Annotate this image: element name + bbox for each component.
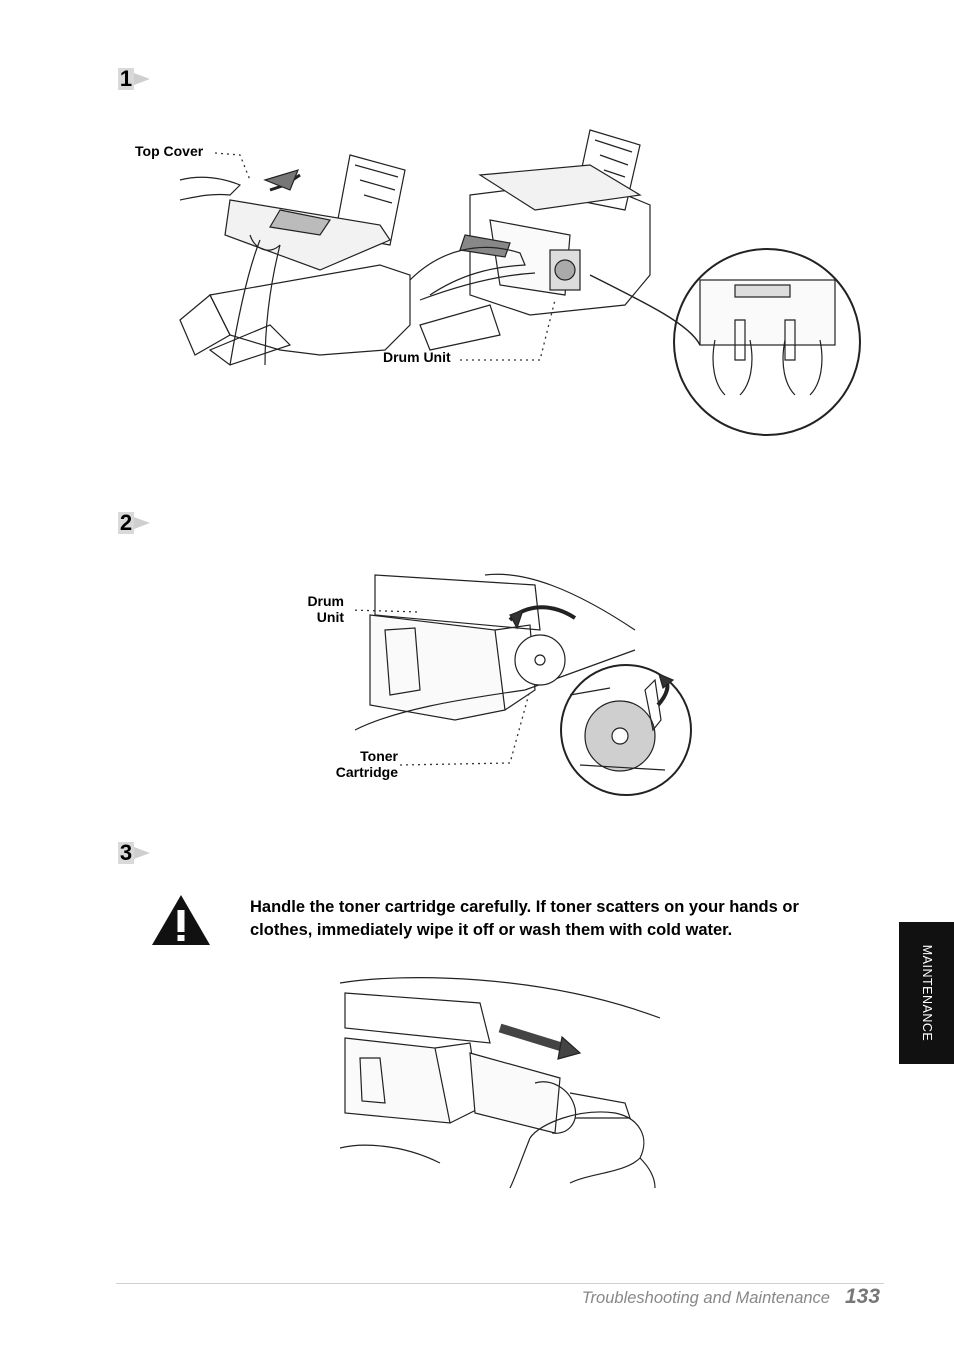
step-marker-2: 2 <box>118 512 158 538</box>
step-arrow-icon <box>134 847 150 859</box>
figure-remove-drum-unit <box>179 129 861 436</box>
step-marker-3: 3 <box>118 842 158 868</box>
toner-cartridge-callout: Toner Cartridge <box>320 748 398 780</box>
page-number: 133 <box>845 1285 881 1308</box>
figure-release-lock-lever <box>355 573 692 796</box>
callout-line: Toner <box>360 748 398 764</box>
callout-line: Unit <box>316 609 344 625</box>
drum-unit-callout-2: Drum Unit <box>295 593 344 625</box>
step-arrow-icon <box>134 73 150 85</box>
warning-triangle-icon <box>152 895 210 945</box>
footer-rule <box>116 1283 884 1284</box>
top-cover-callout: Top Cover <box>135 143 204 159</box>
step-number: 2 <box>118 510 134 535</box>
step-number: 3 <box>118 840 134 865</box>
step-arrow-icon <box>134 517 150 529</box>
section-side-tab: MAINTENANCE <box>899 922 954 1064</box>
figure-remove-toner-cartridge <box>340 977 661 1189</box>
footer-title: Troubleshooting and Maintenance <box>581 1289 830 1307</box>
step-number: 1 <box>118 66 134 91</box>
callout-line: Cartridge <box>335 764 398 780</box>
step-marker-1: 1 <box>118 68 158 94</box>
caution-text: Handle the toner cartridge carefully. If… <box>250 898 799 939</box>
callout-line: Drum <box>307 593 344 609</box>
side-tab-label: MAINTENANCE <box>919 944 934 1042</box>
drum-unit-callout: Drum Unit <box>383 349 451 365</box>
